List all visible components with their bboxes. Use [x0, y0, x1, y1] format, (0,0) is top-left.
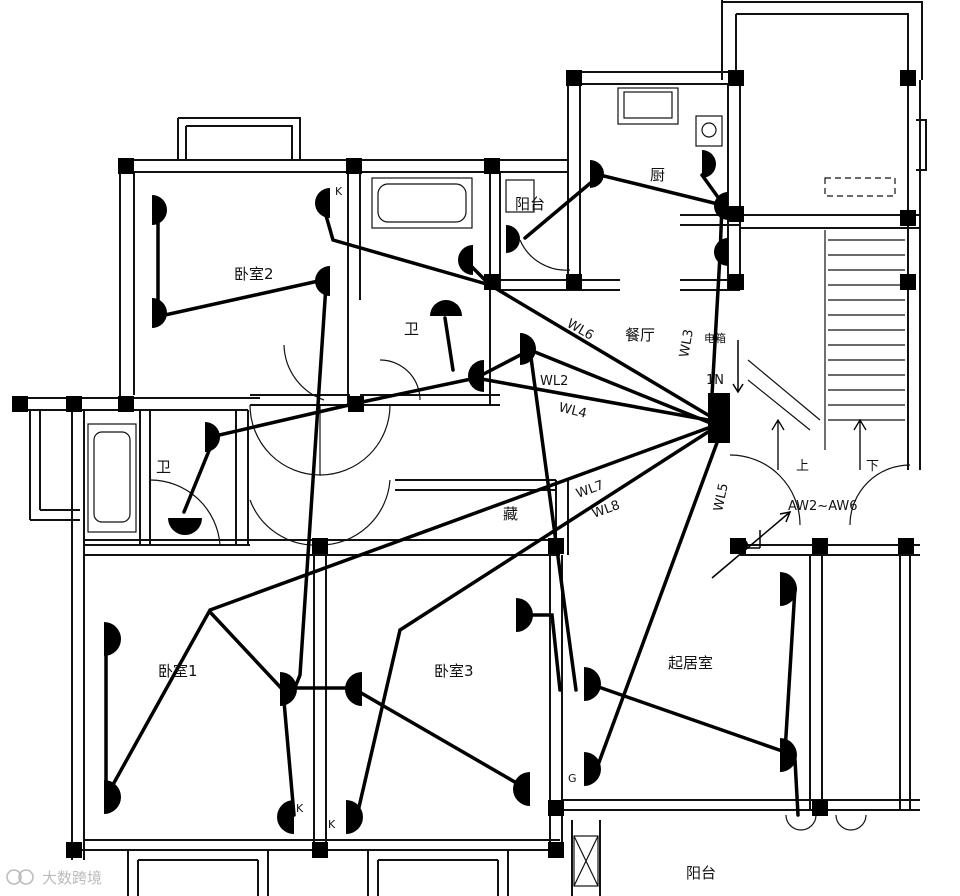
- room-label-bath-left: 卫: [156, 458, 171, 476]
- room-label-bedroom2: 卧室2: [234, 265, 274, 283]
- outlet-icon: [468, 360, 484, 392]
- outlet-icon: [168, 518, 202, 535]
- outlets: [104, 150, 797, 834]
- ground-mark-g: G: [568, 772, 577, 785]
- wire-living-wall: [793, 758, 800, 817]
- circuit-label-wl3: WL3: [677, 328, 697, 359]
- outlet-icon: [346, 800, 363, 834]
- wire-wl7-b: [208, 610, 296, 817]
- outlet-icon: [702, 150, 716, 178]
- room-label-bedroom3: 卧室3: [434, 662, 474, 680]
- circuit-label-wl2: WL2: [540, 374, 568, 389]
- wire-bedroom2: [156, 208, 325, 317]
- switch-mark-k: K: [296, 802, 304, 815]
- room-label-bedroom1: 卧室1: [158, 662, 198, 680]
- outlet-icon: [430, 300, 462, 316]
- outlet-icon: [584, 667, 601, 701]
- panel-meter-label: 电箱: [704, 331, 726, 345]
- room-label-kitchen: 厨: [650, 166, 665, 184]
- outlet-icon: [280, 672, 297, 706]
- circuit-label-wl7: WL7: [574, 478, 606, 502]
- outlet-icon: [780, 572, 797, 606]
- wire-bath-b: [443, 316, 455, 372]
- stair-up-label: 上: [796, 459, 809, 474]
- wire-kitchen: [700, 173, 722, 202]
- outlet-icon: [513, 772, 530, 806]
- room-label-balcony: 阳台: [686, 864, 716, 882]
- watermark-logo-icon: [6, 869, 22, 885]
- outlet-icon: [520, 333, 536, 365]
- outlet-icon: [516, 598, 533, 632]
- stair-down-label: 下: [866, 459, 879, 474]
- panel-feed-arrow: [732, 340, 744, 394]
- circuit-label-wl4: WL4: [557, 400, 588, 421]
- outlet-icon: [104, 622, 121, 656]
- watermark-text: 大数跨境: [42, 869, 102, 887]
- outlet-icon: [714, 192, 728, 220]
- room-label-dining: 餐厅: [625, 326, 655, 344]
- outlet-icon: [152, 298, 167, 328]
- wire-wl2: [474, 376, 710, 422]
- outlet-icon: [277, 800, 294, 834]
- circuit-label-wl8: WL8: [590, 498, 622, 522]
- outlet-icon: [506, 225, 520, 253]
- wire-wl7: [108, 426, 710, 792]
- outlet-icon: [458, 245, 473, 275]
- wire-bath: [182, 376, 478, 514]
- circuit-label-wl5: WL5: [711, 482, 732, 513]
- room-label-living: 起居室: [668, 654, 713, 672]
- aw-range-label: AW2~AW6: [788, 499, 858, 514]
- outlet-icon: [714, 238, 728, 266]
- outlet-icon: [590, 160, 604, 188]
- wire-wl8-b: [354, 688, 522, 787]
- wire-bedroom2-down: [292, 283, 328, 692]
- switch-mark-k: K: [328, 818, 336, 831]
- switch-mark-k: K: [335, 185, 343, 198]
- distribution-panel: [708, 393, 730, 443]
- outlet-icon: [780, 738, 797, 772]
- room-label-storage: 藏: [503, 505, 518, 523]
- outlet-icon: [152, 195, 167, 225]
- room-label-bath-upper: 卫: [404, 320, 419, 338]
- outlet-icon: [104, 780, 121, 814]
- wire-wl3: [523, 173, 724, 397]
- outlet-icon: [205, 422, 220, 452]
- misc-symbols: [711, 418, 867, 579]
- panel-id-label: 1N: [706, 373, 724, 388]
- watermark: 大数跨境: [6, 869, 102, 887]
- outlet-icon: [315, 188, 330, 218]
- wire-wl5: [596, 438, 720, 767]
- outlet-icon: [315, 266, 330, 296]
- outlet-icon: [584, 752, 601, 786]
- wire-wl8: [354, 430, 710, 822]
- wiring: [104, 173, 800, 822]
- room-labels: 卧室2 卫 卫 阳台 厨 餐厅 藏 卧室1 卧室3 起居室 阳台: [156, 166, 716, 882]
- structural-columns: [12, 70, 916, 858]
- outlet-icon: [345, 672, 362, 706]
- room-label-balcony-small: 阳台: [515, 195, 545, 213]
